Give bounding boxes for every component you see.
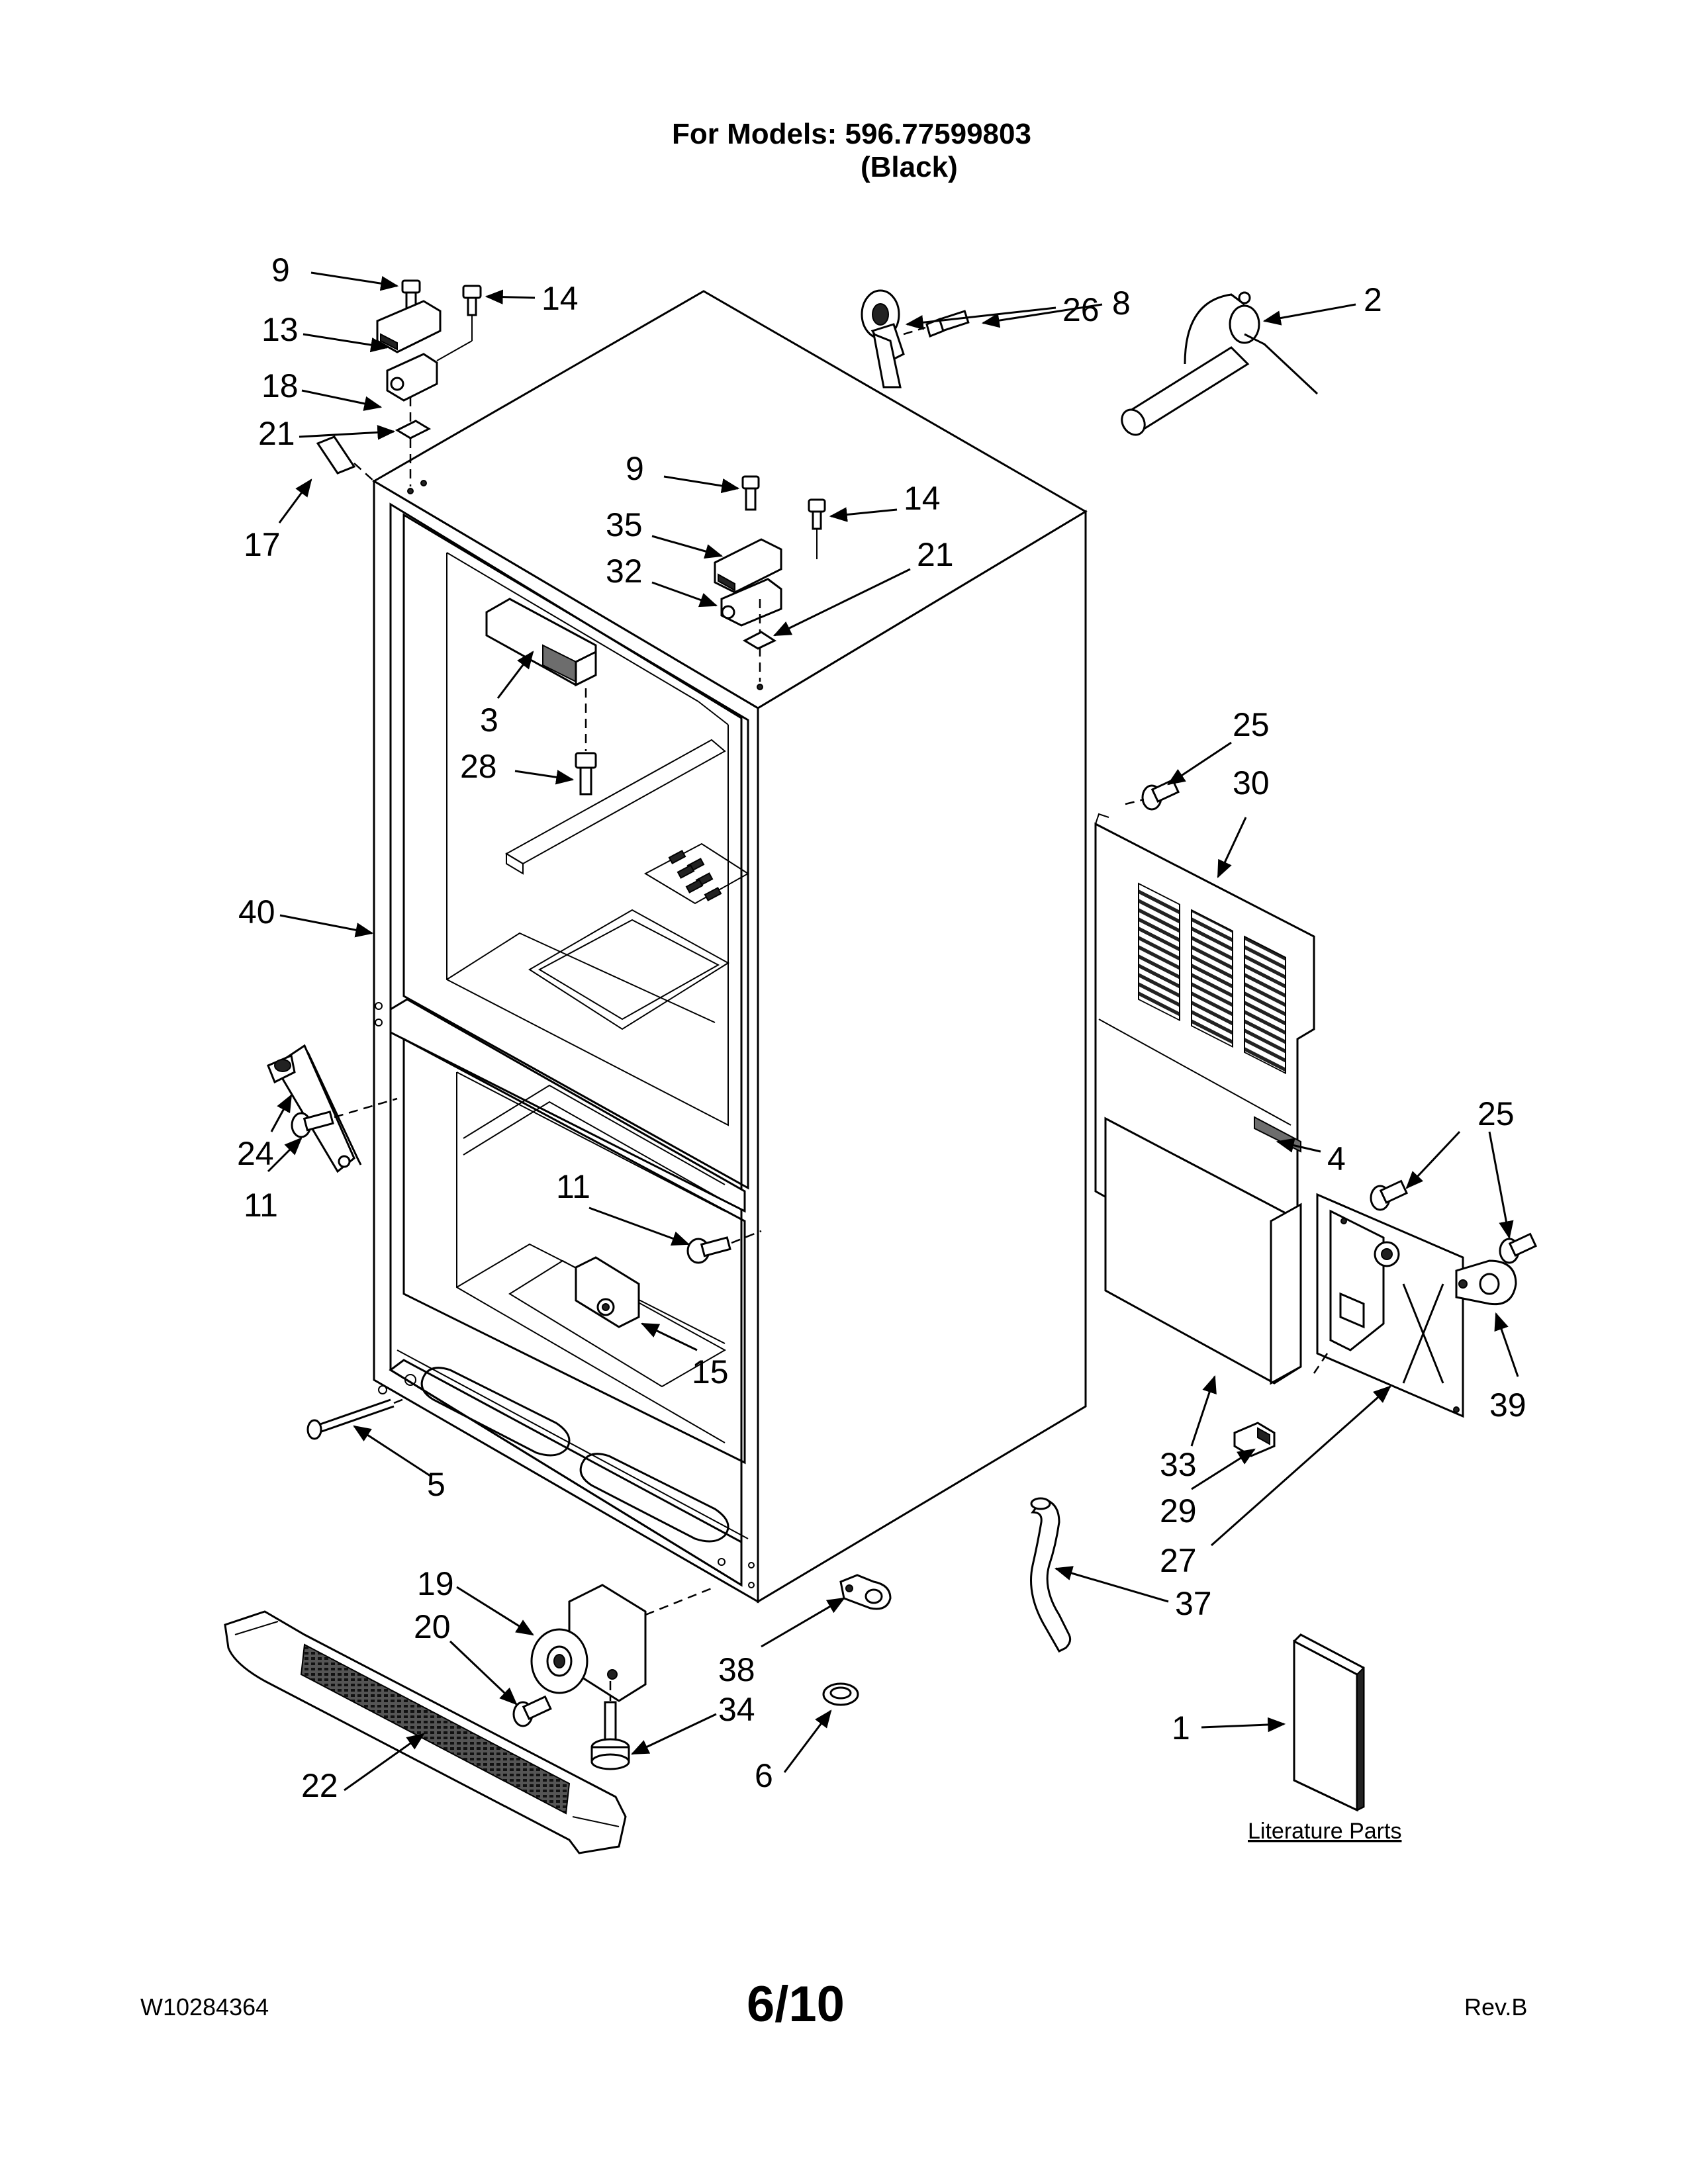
- callout-38: 38: [718, 1651, 755, 1688]
- top-center-hinge-assembly: [714, 475, 826, 650]
- callout-35: 35: [606, 506, 643, 543]
- callout-4: 4: [1327, 1140, 1346, 1177]
- callout-27: 27: [1160, 1542, 1197, 1579]
- callout-5: 5: [427, 1466, 445, 1503]
- tubing-clamp-39: [1455, 1259, 1517, 1306]
- callout-1: 1: [1172, 1709, 1190, 1747]
- base-oval-openings: [420, 1367, 729, 1543]
- leveling-leg-34: [590, 1681, 630, 1770]
- screw-28: [575, 752, 597, 796]
- callout-leaders: [267, 271, 1519, 1792]
- base-grille-22: [224, 1610, 627, 1854]
- screw-25-top: [1125, 778, 1180, 811]
- callout-9-center: 9: [626, 450, 644, 487]
- callout-34: 34: [718, 1691, 755, 1728]
- callout-37: 37: [1175, 1585, 1212, 1622]
- callout-14-top: 14: [541, 280, 579, 317]
- callout-8: 8: [1112, 285, 1131, 322]
- screw-11-center: [686, 1230, 762, 1264]
- bracket-part-15: [575, 1256, 640, 1328]
- color-subtitle: (Black): [861, 151, 958, 183]
- callout-11-center: 11: [556, 1168, 590, 1205]
- callout-32: 32: [606, 553, 643, 590]
- callout-21-center: 21: [917, 536, 954, 573]
- literature-parts-label: Literature Parts: [1248, 1819, 1401, 1844]
- bracket-part-26: [861, 289, 905, 388]
- screw-11-left: [291, 1097, 398, 1138]
- callout-labels: 9 14 13 18 21 17 8 26 2 9 14 35 32 21 3 …: [237, 251, 1526, 1844]
- callout-13: 13: [261, 311, 299, 348]
- callout-17: 17: [244, 526, 281, 563]
- drain-tube-heater: [1121, 291, 1319, 436]
- roller-assembly-19: [530, 1584, 712, 1702]
- callout-25-top: 25: [1233, 706, 1270, 743]
- control-bracket-27: [1313, 1193, 1464, 1418]
- models-title: For Models: 596.77599803: [672, 118, 1031, 150]
- callout-14-center: 14: [904, 480, 941, 517]
- callout-28: 28: [460, 748, 497, 785]
- leveling-screw-5: [306, 1396, 408, 1440]
- callout-21-left: 21: [258, 415, 295, 452]
- callout-33: 33: [1160, 1446, 1197, 1483]
- callout-18: 18: [261, 367, 299, 404]
- callout-15: 15: [692, 1353, 729, 1390]
- control-housing: [485, 598, 597, 751]
- page-number: 6/10: [747, 1976, 845, 2032]
- callout-19: 19: [417, 1565, 454, 1602]
- callout-24: 24: [237, 1135, 274, 1172]
- clamp-38: [839, 1574, 892, 1610]
- screw-8: [903, 310, 970, 338]
- top-left-hinge-assembly: [316, 279, 482, 482]
- revision-label: Rev.B: [1464, 1993, 1528, 2021]
- screw-25-right: [1499, 1232, 1538, 1264]
- callout-39: 39: [1489, 1387, 1526, 1424]
- compressor-panel-33: [1104, 1116, 1302, 1385]
- document-number: W10284364: [140, 1993, 269, 2021]
- callout-11-left: 11: [244, 1187, 278, 1224]
- clip-29: [1233, 1422, 1276, 1457]
- callout-22: 22: [301, 1767, 338, 1804]
- callout-6: 6: [755, 1757, 773, 1794]
- screw-20: [512, 1695, 552, 1727]
- vent-slots: [668, 850, 722, 901]
- callout-25-right: 25: [1477, 1095, 1515, 1132]
- refrigerator-cabinet: [372, 290, 1088, 1604]
- literature-booklet-1: [1293, 1633, 1365, 1812]
- callout-3: 3: [480, 702, 498, 739]
- callout-40: 40: [238, 893, 275, 931]
- plug-6: [822, 1682, 859, 1706]
- callout-2: 2: [1364, 281, 1382, 318]
- callout-9-top: 9: [271, 251, 290, 289]
- callout-20: 20: [414, 1608, 451, 1645]
- drain-hose-37: [1030, 1497, 1072, 1653]
- callout-26: 26: [1062, 291, 1100, 328]
- callout-29: 29: [1160, 1492, 1197, 1529]
- center-hinge-part-24: [267, 1044, 362, 1173]
- callout-30: 30: [1233, 764, 1270, 801]
- screw-25-mid: [1370, 1179, 1409, 1211]
